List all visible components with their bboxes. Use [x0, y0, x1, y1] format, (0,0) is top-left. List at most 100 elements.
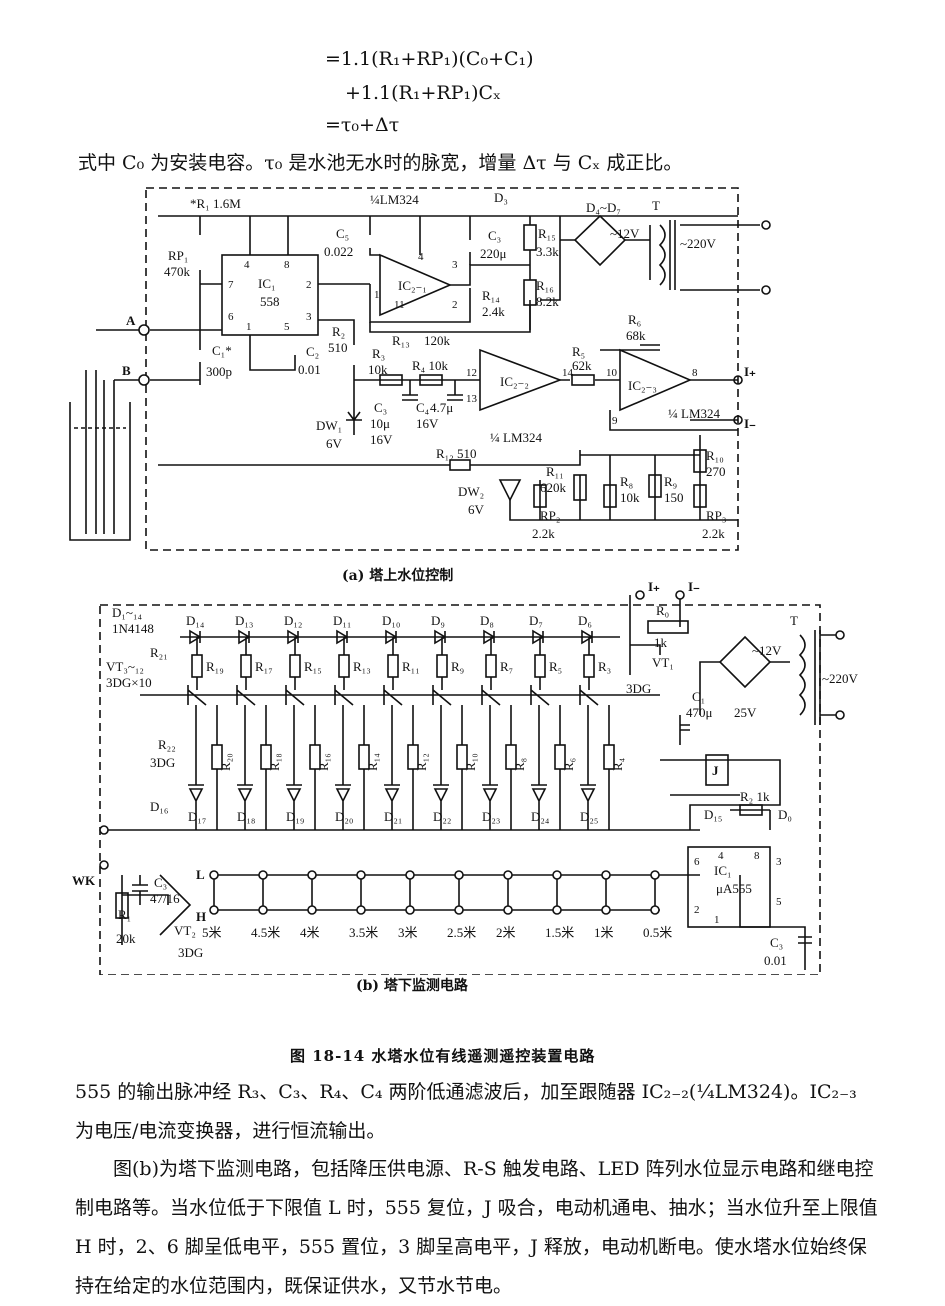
label-d1-14: D₁~₁₄ [112, 605, 142, 620]
diode-top-label: D₉ [431, 613, 445, 628]
label-iminus-a: I₋ [744, 416, 756, 431]
probe-dot-upper [503, 870, 513, 880]
label-r16: R₁₆ [536, 278, 554, 293]
resistor-mid-label: R₁₄ [365, 753, 380, 771]
label-c2-val: 0.01 [298, 362, 321, 377]
label-wk: WK [72, 873, 96, 888]
pin-4: 4 [244, 259, 250, 271]
pin-b-4: 4 [718, 850, 724, 862]
label-ic1-b-sub: μA555 [716, 881, 752, 896]
label-12v-b: ~12V [752, 643, 782, 658]
label-r1-b-val: 20k [116, 931, 136, 946]
label-ic1-sub: 558 [260, 294, 280, 309]
label-c3-b-val: 0.01 [764, 953, 787, 968]
label-vt1-3dg: 3DG [626, 681, 651, 696]
label-r2: R₂ [332, 324, 345, 339]
transistor-stage [530, 637, 550, 706]
label-d15: D₁₅ [704, 807, 722, 822]
label-lm324-top: ¼LM324 [370, 192, 419, 207]
pin-2b: 2 [452, 299, 458, 311]
label-ic21: IC₂₋₁ [398, 278, 427, 293]
pin-3b: 3 [452, 259, 458, 271]
label-r12: R₁₂ 510 [436, 446, 477, 461]
probe-dot-lower [503, 905, 513, 915]
label-c1-val: 300p [206, 364, 232, 379]
transistor-stage [285, 637, 305, 706]
pin-12: 12 [466, 367, 477, 379]
label-c1: C₁* [212, 343, 232, 358]
resistor-top [485, 654, 497, 678]
pin-7: 7 [228, 279, 234, 291]
resistor-mid-label: R₁₂ [414, 753, 429, 771]
label-dw2-val: 6V [468, 502, 485, 517]
led-symbol [433, 705, 449, 830]
level-label: 5米 [202, 925, 222, 940]
led-symbol [531, 705, 547, 830]
label-c3-b: C₃ [770, 935, 783, 950]
level-label: 1米 [594, 925, 614, 940]
resistor-top-label: R₅ [549, 659, 562, 674]
pin-11: 11 [394, 299, 405, 311]
pin-8: 8 [284, 259, 290, 271]
label-r3-val: 10k [368, 362, 388, 377]
label-c1-b-v: 25V [734, 705, 757, 720]
probe-dot-lower [258, 905, 268, 915]
label-h: H [196, 909, 206, 924]
pin-5: 5 [284, 321, 290, 333]
probe-dot-lower [307, 905, 317, 915]
label-r9-val: 150 [664, 490, 684, 505]
label-rp2: RP₂ [540, 508, 560, 523]
pin-3: 3 [306, 311, 312, 323]
label-l: L [196, 867, 205, 882]
pin-b-1: 1 [714, 914, 720, 926]
resistor-top-label: R₁₅ [304, 659, 322, 674]
label-r5-val: 62k [572, 358, 592, 373]
caption-b: (b) 塔下监测电路 [356, 978, 468, 994]
resistor-mid-label: R₈ [512, 758, 527, 771]
label-rp3: RP₃ [706, 508, 726, 523]
probe-dot-lower [552, 905, 562, 915]
label-r15: R₁₅ [538, 226, 556, 241]
label-r22-3dg: 3DG [150, 755, 175, 770]
probe-dot-upper [209, 870, 219, 880]
label-12v: ~12V [610, 226, 640, 241]
schematic-b: D₁~₁₄ 1N4148 VT₃~₁₂ 3DG×10 R₂₁ R₂₂ 3DG D… [72, 579, 859, 975]
label-r6: R₆ [628, 312, 641, 327]
pin-b-8: 8 [754, 850, 760, 862]
label-c3-val: 220μ [480, 246, 507, 261]
paragraph-top: 式中 C₀ 为安装电容。τ₀ 是水池无水时的脉宽，增量 Δτ 与 Cₓ 成正比。 [78, 152, 683, 174]
label-rp1: RP₁ [168, 248, 188, 263]
paragraph-2-text: 图(b)为塔下监测电路，包括降压供电源、R-S 触发电路、LED 阵列水位显示电… [75, 1158, 878, 1297]
label-iminus-b: I₋ [688, 579, 700, 594]
led-label: D₂₀ [335, 809, 353, 824]
caption-a: (a) 塔上水位控制 [342, 568, 454, 584]
label-r10-val: 270 [706, 464, 726, 479]
resistor-top-label: R₁₃ [353, 659, 371, 674]
paragraph-1: 555 的输出脉冲经 R₃、C₃、R₄、C₄ 两阶低通滤波后，加至跟随器 IC₂… [75, 1081, 857, 1142]
probe-dot-upper [601, 870, 611, 880]
led-label: D₁₈ [237, 809, 255, 824]
label-d3: D₃ [494, 190, 508, 205]
led-symbol [188, 705, 204, 830]
pin-1b: 1 [374, 289, 380, 301]
pin-13: 13 [466, 393, 478, 405]
label-r11-val: 620k [540, 480, 567, 495]
pin-8b: 8 [692, 367, 698, 379]
label-d16: D₁₆ [150, 799, 168, 814]
label-c3b-val: 10μ [370, 416, 390, 431]
label-c2: C₂ [306, 344, 319, 359]
led-symbol [384, 705, 400, 830]
label-ic1: IC₁ [258, 276, 276, 291]
label-r9: R₉ [664, 474, 677, 489]
transistor-stage [334, 637, 354, 706]
resistor-top [387, 654, 399, 678]
probe-dot-lower [454, 905, 464, 915]
probe-dot-lower [650, 905, 660, 915]
resistor-mid-label: R₆ [561, 758, 576, 771]
led-label: D₂₃ [482, 809, 500, 824]
label-r22: R₂₂ [158, 737, 176, 752]
diode-top-symbol [189, 629, 202, 645]
label-t: T [652, 198, 660, 213]
level-label: 4米 [300, 925, 320, 940]
resistor-top [240, 654, 252, 678]
